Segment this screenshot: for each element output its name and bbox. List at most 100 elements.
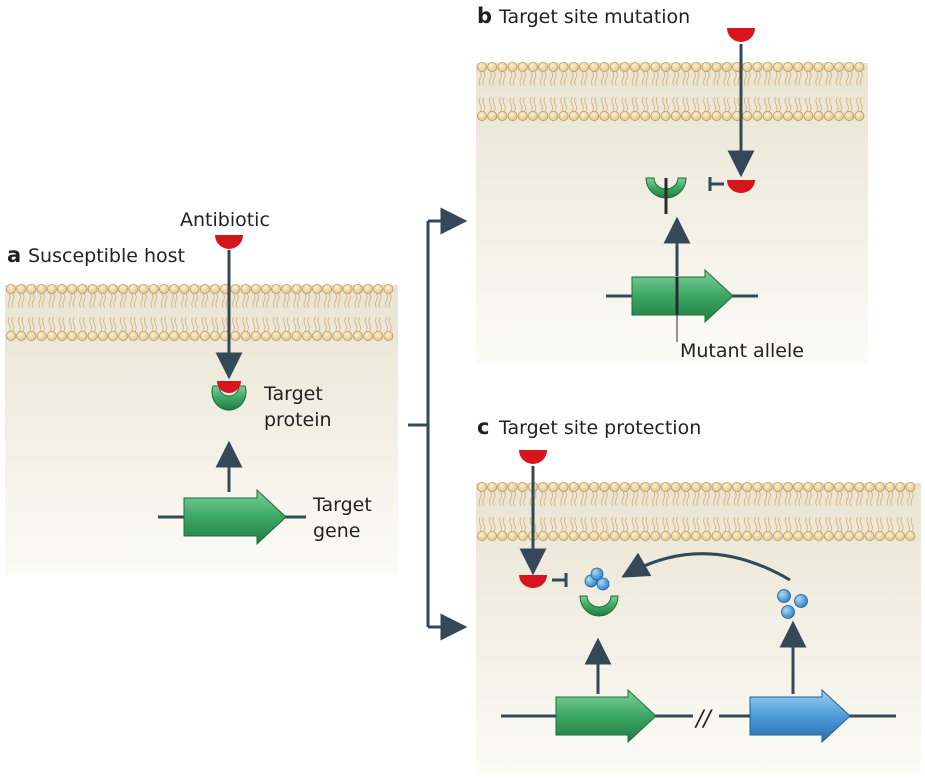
lipid-tail xyxy=(256,317,260,332)
lipid-head xyxy=(487,62,498,73)
lipid-head xyxy=(619,111,630,122)
lipid-tail xyxy=(818,517,822,532)
lipid-tail xyxy=(682,491,686,506)
lipid-tail xyxy=(798,97,802,112)
lipid-head xyxy=(476,531,487,542)
antibiotic-molecule xyxy=(215,235,243,249)
lipid-tail xyxy=(635,517,639,532)
lipid-head xyxy=(352,283,363,294)
lipid-tail xyxy=(478,491,482,506)
lipid-head xyxy=(742,111,753,122)
lipid-head xyxy=(823,531,834,542)
lipid-head xyxy=(905,531,916,542)
lipid-tail xyxy=(754,97,758,112)
lipid-tail xyxy=(716,491,720,506)
mutant-allele-label: Mutant allele xyxy=(680,340,804,362)
target-gene-c xyxy=(555,688,657,744)
panel-a-membrane xyxy=(6,283,394,341)
lipid-head xyxy=(77,330,88,341)
lipid-tail xyxy=(788,491,792,506)
lipid-head xyxy=(528,62,539,73)
lipid-tail xyxy=(625,491,629,506)
lipid-head xyxy=(26,283,37,294)
lipid-tail xyxy=(201,293,205,308)
lipid-tail xyxy=(652,97,656,112)
lipid-head xyxy=(752,62,763,73)
lipid-head xyxy=(772,531,783,542)
lipid-tail xyxy=(512,517,516,532)
lipid-tail xyxy=(38,293,42,308)
lipid-tail xyxy=(625,97,629,112)
lipid-tail xyxy=(815,97,819,112)
lipid-tail xyxy=(52,293,56,308)
lipid-tail xyxy=(550,491,554,506)
lipid-tail xyxy=(499,97,503,112)
lipid-tail xyxy=(723,97,727,112)
lipid-head xyxy=(630,481,641,492)
lipid-tail xyxy=(303,293,307,308)
lipid-tail xyxy=(723,517,727,532)
lipid-head xyxy=(322,283,333,294)
lipid-tail xyxy=(17,317,21,332)
lipid-tail xyxy=(856,97,860,112)
lipid-tail xyxy=(896,491,900,506)
lipid-tail xyxy=(754,517,758,532)
lipid-tail xyxy=(48,293,52,308)
lipid-tail xyxy=(109,317,113,332)
lipid-tail xyxy=(143,317,147,332)
lipid-head xyxy=(558,531,569,542)
lipid-tail xyxy=(266,293,270,308)
lipid-head xyxy=(803,62,814,73)
lipid-head xyxy=(660,62,671,73)
lipid-tail xyxy=(743,491,747,506)
lipid-tail xyxy=(713,517,717,532)
lipid-head xyxy=(528,111,539,122)
lipid-tail xyxy=(866,517,870,532)
lipid-tail xyxy=(641,491,645,506)
lipid-head xyxy=(823,62,834,73)
lipid-tail xyxy=(880,491,884,506)
lipid-tail xyxy=(215,293,219,308)
lipid-tail xyxy=(784,491,788,506)
lipid-tail xyxy=(482,517,486,532)
target-protein xyxy=(211,385,247,411)
lipid-tail xyxy=(835,491,839,506)
lipid-tail xyxy=(584,97,588,112)
lipid-tail xyxy=(307,317,311,332)
lipid-head xyxy=(691,481,702,492)
lipid-tail xyxy=(805,491,809,506)
lipid-tail xyxy=(835,71,839,86)
lipid-head xyxy=(721,481,732,492)
lipid-head xyxy=(803,481,814,492)
lipid-head xyxy=(362,330,373,341)
lipid-head xyxy=(854,481,865,492)
antibiotic-molecule-c xyxy=(519,450,547,464)
lipid-tail xyxy=(221,317,225,332)
lipid-tail xyxy=(896,517,900,532)
lipid-head xyxy=(874,531,885,542)
panel-a: a Susceptible host Antibiotic Target pro… xyxy=(5,209,398,575)
lipid-tail xyxy=(560,71,564,86)
lipid-tail xyxy=(119,293,123,308)
lipid-tail xyxy=(829,517,833,532)
lipid-tail xyxy=(614,97,618,112)
lipid-tail xyxy=(723,491,727,506)
lipid-head xyxy=(179,330,190,341)
lipid-head xyxy=(138,330,149,341)
lipid-tail xyxy=(703,517,707,532)
lipid-tail xyxy=(123,293,127,308)
lipid-tail xyxy=(191,293,195,308)
lipid-head xyxy=(793,531,804,542)
lipid-tail xyxy=(757,491,761,506)
protection-protein-free-1 xyxy=(777,589,791,603)
lipid-head xyxy=(487,111,498,122)
lipid-tail xyxy=(662,97,666,112)
lipid-head xyxy=(762,481,773,492)
lipid-tail xyxy=(774,71,778,86)
lipid-tail xyxy=(733,97,737,112)
lipid-head xyxy=(874,481,885,492)
lipid-head xyxy=(681,111,692,122)
lipid-head xyxy=(691,62,702,73)
lipid-tail xyxy=(317,293,321,308)
lipid-tail xyxy=(276,317,280,332)
